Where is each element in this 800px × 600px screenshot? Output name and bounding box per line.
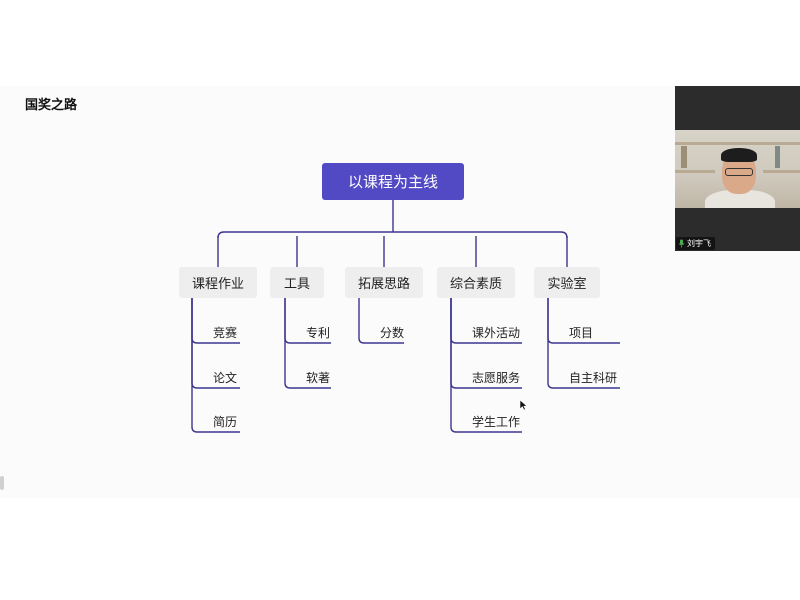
mindmap-branch-tools[interactable]: 工具 xyxy=(270,267,324,298)
mindmap-leaf[interactable]: 专利 xyxy=(306,325,331,340)
mindmap-leaf[interactable]: 项目 xyxy=(569,325,594,340)
slide-title: 国奖之路 xyxy=(25,98,78,113)
mindmap-root-node[interactable]: 以课程为主线 xyxy=(322,163,464,200)
mindmap-branch-course-work[interactable]: 课程作业 xyxy=(179,267,257,298)
participant-name-tag: 刘宇飞 xyxy=(676,237,715,250)
mindmap-leaf[interactable]: 自主科研 xyxy=(569,370,618,385)
mindmap-leaf[interactable]: 竞赛 xyxy=(213,325,238,340)
slide-scroll-handle[interactable] xyxy=(0,476,4,490)
mouse-cursor-icon xyxy=(519,399,528,411)
participant-video-feed xyxy=(675,130,800,208)
mindmap-leaf[interactable]: 学生工作 xyxy=(472,414,521,429)
mindmap-branch-expand-ideas[interactable]: 拓展思路 xyxy=(345,267,423,298)
leaf-connector xyxy=(547,298,620,389)
leaf-connector xyxy=(450,298,522,433)
leaf-connector xyxy=(284,298,331,389)
mic-icon[interactable] xyxy=(678,239,685,248)
branch-bar-connector xyxy=(217,231,568,239)
mindmap-leaf[interactable]: 志愿服务 xyxy=(472,370,521,385)
mindmap-leaf[interactable]: 论文 xyxy=(213,370,238,385)
mindmap-leaf[interactable]: 简历 xyxy=(213,414,238,429)
leaf-connector xyxy=(191,298,240,433)
mindmap-branch-lab[interactable]: 实验室 xyxy=(534,267,600,298)
participant-name: 刘宇飞 xyxy=(687,239,711,248)
mindmap-leaf[interactable]: 课外活动 xyxy=(472,325,521,340)
mindmap-leaf[interactable]: 软著 xyxy=(306,370,331,385)
leaf-connector xyxy=(358,298,404,344)
mindmap-leaf[interactable]: 分数 xyxy=(380,325,405,340)
mindmap-branch-overall-quality[interactable]: 综合素质 xyxy=(437,267,515,298)
participant-video-tile[interactable] xyxy=(675,86,800,251)
